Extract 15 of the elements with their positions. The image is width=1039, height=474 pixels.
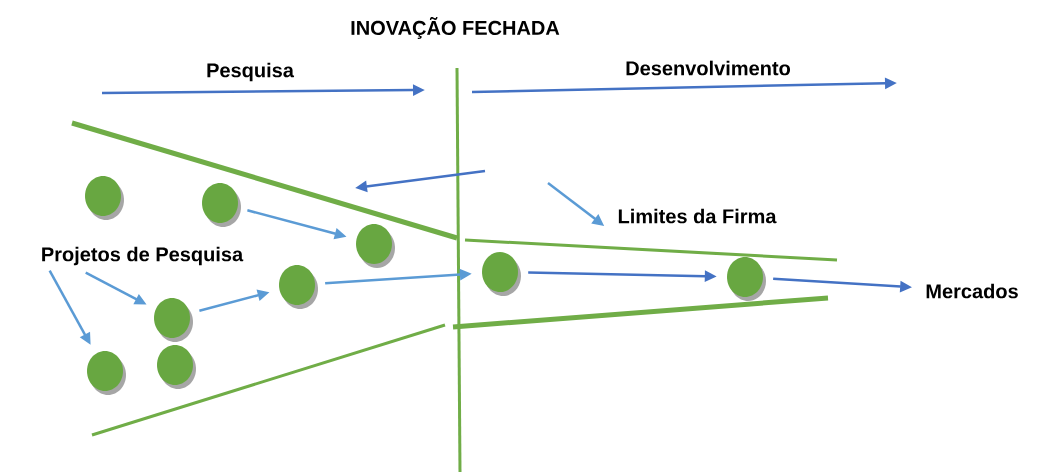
- dot: [356, 224, 395, 268]
- dot: [202, 183, 241, 227]
- title: INOVAÇÃO FECHADA: [351, 17, 560, 39]
- dot: [154, 298, 193, 342]
- dot: [727, 257, 766, 301]
- dot: [279, 265, 318, 309]
- text-label: Desenvolvimento: [626, 60, 790, 76]
- dot: [157, 345, 196, 389]
- text-label: Pesquisa: [207, 62, 295, 82]
- dot: [482, 252, 521, 296]
- dot: [87, 351, 126, 395]
- text-label: Limites da Firma: [618, 208, 777, 224]
- dot: [85, 176, 124, 220]
- text-label: Mercados: [926, 283, 1018, 299]
- text-label: Projetos de Pesquisa: [42, 246, 244, 266]
